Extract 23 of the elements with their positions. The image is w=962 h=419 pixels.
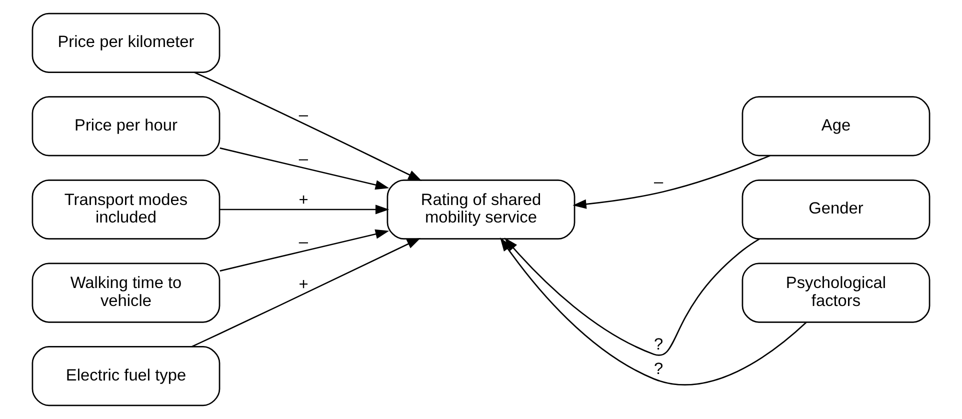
edge-label: ? bbox=[654, 360, 664, 378]
edge-label: – bbox=[298, 233, 308, 252]
node-box: Price per hour bbox=[32, 96, 220, 156]
node-box: Electric fuel type bbox=[32, 346, 220, 406]
node-box: Price per kilometer bbox=[32, 12, 220, 73]
arrow bbox=[572, 155, 770, 209]
arrow bbox=[220, 204, 390, 214]
node-box: Walking time to vehicle bbox=[32, 262, 220, 323]
node-box: Psychological factors bbox=[742, 262, 930, 323]
edge-label: – bbox=[298, 106, 308, 124]
edge-label: + bbox=[298, 190, 308, 209]
arrow bbox=[220, 147, 390, 190]
node-box: Transport modes included bbox=[32, 179, 220, 240]
edge-label: – bbox=[654, 173, 664, 192]
edge-label: – bbox=[298, 150, 308, 168]
edge-label: ? bbox=[654, 336, 664, 354]
arrow bbox=[194, 72, 422, 181]
node-box: Gender bbox=[742, 179, 930, 240]
node-box: Rating of shared mobility service bbox=[386, 179, 576, 240]
arrow bbox=[192, 238, 421, 348]
arrow bbox=[220, 229, 390, 272]
node-box: Age bbox=[742, 96, 930, 156]
edge-label: + bbox=[298, 276, 308, 294]
